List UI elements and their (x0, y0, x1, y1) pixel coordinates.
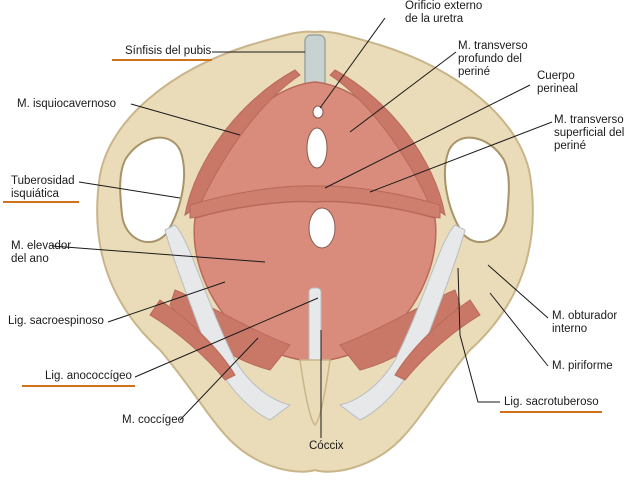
right-piriformis (394, 299, 481, 381)
right-ischiocavernosus (329, 69, 446, 217)
leader-coccigeo (179, 337, 259, 421)
label-transverso-superficial: M. transverso superficial del periné (554, 114, 625, 152)
urethral-orifice (312, 105, 324, 119)
leader-cuerpo-perineal (324, 84, 531, 189)
underline-tuberosidad (3, 201, 79, 203)
leader-sacrotuberoso (457, 267, 500, 403)
leader-transverso-superficial (369, 121, 553, 193)
label-tuberosidad: Tuberosidad isquiática (11, 175, 75, 200)
label-coccix: Cóccix (309, 440, 344, 452)
label-piriforme: M. piriforme (552, 360, 613, 372)
underline-anococcigeo (22, 385, 135, 387)
left-ischiocavernosus (184, 69, 301, 217)
leader-obturador (487, 264, 549, 319)
label-elevador: M. elevador del ano (11, 240, 72, 265)
right-sacrotuberous-ligament (338, 224, 466, 421)
leader-anococcigeo (134, 297, 319, 378)
underline-sacrotuberoso (500, 411, 602, 413)
leader-isquiocavernoso (130, 103, 241, 136)
leader-tuberosidad (78, 181, 181, 199)
pubic-symphysis (304, 34, 326, 88)
underline-sinfisis (112, 59, 212, 61)
label-sacroespinoso: Lig. sacroespinoso (8, 315, 104, 327)
leader-transverso-profundo (349, 51, 457, 133)
vaginal-orifice (306, 127, 328, 169)
leader-sacroespinoso (107, 281, 226, 323)
label-isquiocavernoso: M. isquiocavernoso (17, 98, 117, 110)
label-sacrotuberoso: Lig. sacrotuberoso (504, 396, 599, 408)
label-orificio: Orificio externo de la uretra (405, 0, 483, 25)
leader-elevador (51, 245, 266, 263)
label-sinfisis: Sínfisis del pubis (125, 45, 212, 57)
label-anococcigeo: Lig. anococcígeo (45, 370, 132, 382)
label-coccigeo: M. coccígeo (122, 414, 184, 426)
left-sacrotuberous-ligament (164, 224, 292, 421)
label-cuerpo-perineal: Cuerpo perineal (537, 70, 578, 95)
label-transverso-profundo: M. transverso profundo del periné (458, 40, 528, 78)
leader-piriforme (489, 292, 549, 367)
anal-orifice (308, 207, 336, 249)
coccyx (299, 359, 331, 427)
left-piriformis (149, 299, 236, 381)
label-obturador: M. obturador interno (552, 310, 618, 335)
leader-orificio (319, 17, 386, 109)
